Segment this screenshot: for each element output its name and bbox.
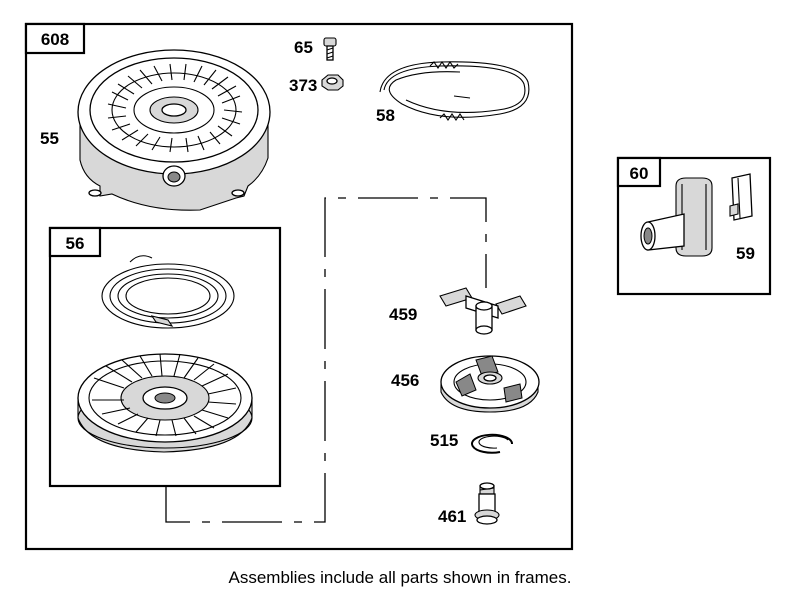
part-label-65: 65 [294,38,313,57]
frame-56 [48,226,282,488]
rewind-housing-drawing [77,49,271,211]
starter-rope-drawing [379,61,530,121]
part-label-456: 456 [391,371,419,390]
part-label-59: 59 [736,244,755,263]
frame-608 [24,22,574,551]
part-label-373: 373 [289,76,317,95]
ratchet-pawl-drawing [439,287,527,335]
frame-56-tag-box [48,226,102,258]
frame-60 [616,156,772,296]
part-label-58: 58 [376,106,395,125]
rewind-spring-drawing [101,255,235,329]
part-label-55: 55 [40,129,59,148]
part-label-461: 461 [438,507,466,526]
nut-drawing [321,74,344,91]
frame-56-tag: 56 [66,234,85,253]
handle-insert-drawing [729,173,753,221]
diagram-caption: Assemblies include all parts shown in fr… [228,568,572,587]
assembly-leader-line [165,197,487,523]
part-label-515: 515 [430,431,458,450]
bolt-drawing [323,37,337,61]
shaft-screw-drawing [474,482,500,525]
frame-608-tag: 608 [41,30,69,49]
part-label-459: 459 [389,305,417,324]
ratchet-cup-drawing [440,355,540,413]
frame-60-tag-box [616,156,662,188]
pulley-drawing [77,353,253,453]
frame-608-tag-box [24,22,86,55]
starter-handle-drawing [640,177,713,257]
frame-60-tag: 60 [630,164,649,183]
retaining-ring-drawing [471,433,514,454]
